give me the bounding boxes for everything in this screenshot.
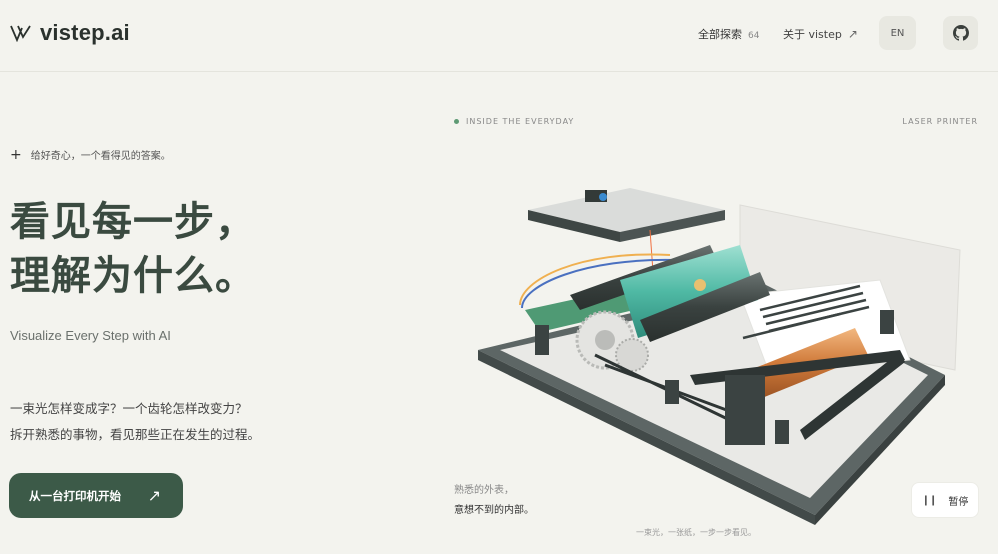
inside-everyday-label: INSIDE THE EVERYDAY [454, 117, 574, 126]
plus-icon: + [10, 146, 22, 163]
nav-explore-label: 全部探索 [698, 28, 742, 41]
start-printer-button[interactable]: 从一台打印机开始 ↗ [9, 473, 183, 518]
nav-about-link[interactable]: 关于 vistep ↗ [783, 26, 858, 42]
caption-line-2: 意想不到的内部。 [454, 505, 534, 516]
status-dot [454, 119, 459, 124]
hero-headline: 看见每一步， 理解为什么。 [10, 195, 256, 303]
printer-exploded-illustration [478, 188, 961, 525]
subject-label: LASER PRINTER [902, 117, 978, 126]
language-label: EN [890, 27, 905, 39]
hero-description: 一束光怎样变成字？一个齿轮怎样改变力？ 拆开熟悉的事物，看见那些正在发生的过程。 [10, 396, 260, 448]
headline-line-1: 看见每一步， [10, 199, 256, 245]
tagline-text: 给好奇心，一个看得见的答案。 [30, 151, 171, 162]
pause-icon: ❙❙ [921, 494, 938, 506]
github-icon [952, 25, 969, 41]
hero-subtitle: Visualize Every Step with AI [10, 328, 171, 343]
logo-text: vistep.ai [40, 20, 130, 45]
arrow-up-right-icon: ↗ [847, 27, 858, 41]
description-line-2: 拆开熟悉的事物，看见那些正在发生的过程。 [10, 427, 261, 442]
nav-explore-count: 64 [748, 31, 760, 41]
bottom-caption: 一束光，一张纸，一步一步看见。 [636, 528, 756, 537]
cta-label: 从一台打印机开始 [29, 488, 121, 503]
description-line-1: 一束光怎样变成字？一个齿轮怎样改变力？ [10, 401, 248, 416]
nav-about-label: 关于 vistep [783, 28, 842, 41]
hero-tagline: + 给好奇心，一个看得见的答案。 [10, 146, 171, 163]
caption-line-1: 熟悉的外表， [454, 485, 514, 496]
language-toggle-button[interactable]: EN [879, 16, 916, 50]
logo[interactable]: vistep.ai [10, 20, 130, 46]
inside-label-text: INSIDE THE EVERYDAY [466, 117, 575, 126]
nav-explore-link[interactable]: 全部探索 64 [698, 26, 759, 42]
headline-line-2: 理解为什么。 [10, 253, 256, 299]
vistep-logo-icon [10, 25, 31, 42]
site-header: vistep.ai 全部探索 64 关于 vistep ↗ EN [0, 0, 998, 72]
arrow-up-right-icon: ↗ [147, 486, 161, 505]
pause-button[interactable]: ❙❙ 暂停 [911, 482, 979, 518]
pause-label: 暂停 [948, 496, 969, 508]
github-button[interactable] [943, 16, 978, 50]
